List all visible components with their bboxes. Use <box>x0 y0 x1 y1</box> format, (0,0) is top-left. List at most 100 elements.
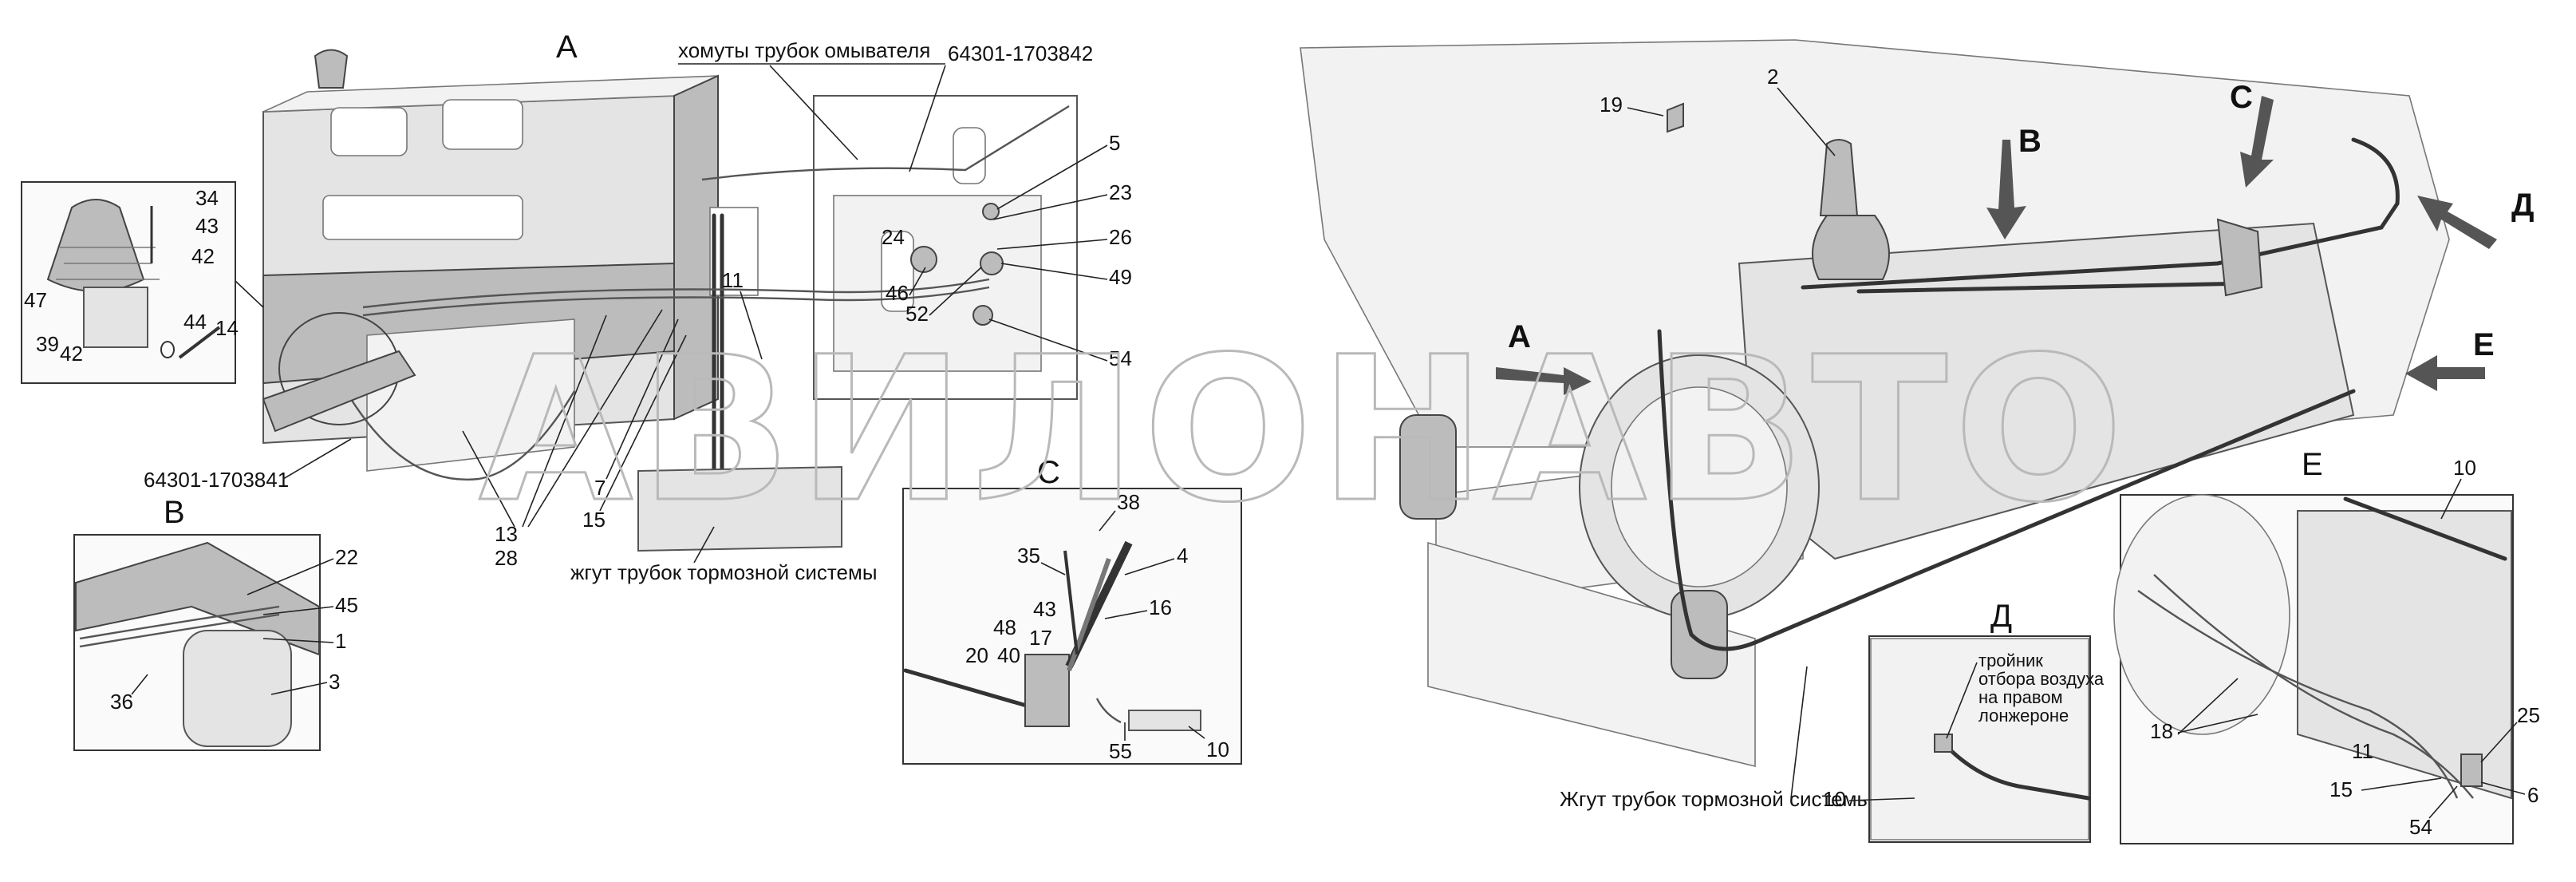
callout-4: 4 <box>1177 544 1188 568</box>
view-a-cab-panel: А хомуты трубок омывателя 64301-1703842 … <box>144 30 1132 584</box>
view-d: Д тройник отбора воздуха на правом лонже… <box>1823 599 2105 843</box>
callout-47: 47 <box>24 288 47 312</box>
brake-pipe-lower <box>1657 329 2356 651</box>
callout-2: 2 <box>1767 65 1778 89</box>
c-valve <box>1024 654 1070 727</box>
callout-6: 6 <box>2527 783 2539 807</box>
tee-note-line2: отбора воздуха <box>1978 669 2105 689</box>
leader-line <box>2177 714 2258 734</box>
callout-16: 16 <box>1149 595 1172 619</box>
washer-hose <box>362 286 990 317</box>
leader-line <box>1124 558 1175 575</box>
shift-rod <box>1856 281 2252 294</box>
callout-20: 20 <box>965 643 988 667</box>
view-b: В 22 45 1 3 36 <box>73 495 358 751</box>
cross-tube <box>262 350 416 433</box>
lever-boot <box>46 199 145 292</box>
watermark: АВИЛОНАВТО <box>479 314 2130 546</box>
callout-10e: 10 <box>2453 456 2476 480</box>
callout-42b: 42 <box>60 342 83 366</box>
leader-line <box>1627 107 1664 117</box>
leader-line <box>996 144 1108 210</box>
e-hose <box>2153 574 2474 799</box>
loop-hose <box>349 390 576 481</box>
leader-line <box>996 239 1108 250</box>
b-air-tank <box>183 630 292 747</box>
callout-22: 22 <box>335 545 358 569</box>
leader-line <box>2440 478 2462 520</box>
callout-15e: 15 <box>2329 777 2353 801</box>
leader-line <box>1000 263 1108 280</box>
leader-line <box>909 65 946 172</box>
callout-28: 28 <box>495 546 518 570</box>
b-pipe <box>79 605 280 640</box>
leader-line <box>1099 510 1116 532</box>
lever-knob <box>314 49 349 89</box>
part-1703841-label: 64301-1703841 <box>144 468 289 492</box>
d-tee <box>1934 734 1953 753</box>
leader-line <box>2361 777 2442 791</box>
washer-hose <box>701 105 1070 181</box>
callout-10d: 10 <box>1823 787 1846 811</box>
callout-24: 24 <box>882 225 905 249</box>
c-elbow <box>1095 698 1122 724</box>
callout-19: 19 <box>1600 93 1623 117</box>
c-rod <box>1063 550 1079 655</box>
leader-line <box>2177 678 2239 735</box>
panel-window <box>322 195 523 240</box>
callout-38: 38 <box>1117 490 1140 514</box>
leader-line <box>527 309 663 528</box>
plate-frame <box>813 95 1078 400</box>
panel-window <box>442 99 523 150</box>
leader-line <box>1777 87 1836 156</box>
leader-line <box>1104 610 1148 619</box>
view-b-arrow <box>1986 140 2026 239</box>
callout-54: 54 <box>1109 346 1132 370</box>
leader-line <box>992 194 1108 220</box>
fitting <box>910 246 937 273</box>
washer <box>160 341 175 358</box>
fitting <box>980 251 1004 275</box>
callout-34: 34 <box>195 186 219 210</box>
lower-bracket <box>637 465 842 552</box>
mount-cylinder <box>1399 414 1457 520</box>
leader-line <box>1040 562 1066 575</box>
tee-note-line3: на правом <box>1978 687 2063 707</box>
leader-line <box>2480 781 2526 795</box>
brake-harness-label-left: жгут трубок тормозной системы <box>570 560 878 584</box>
leader-line <box>693 526 715 564</box>
leader-line <box>606 318 679 480</box>
rod-bracket <box>2216 218 2263 297</box>
view-c-arrow <box>2240 96 2274 188</box>
fitting <box>982 203 1000 220</box>
callout-52: 52 <box>905 302 929 326</box>
callout-3: 3 <box>329 670 340 694</box>
c-shaft <box>903 668 1032 709</box>
callout-48: 48 <box>993 615 1016 639</box>
view-d-arrow <box>2417 196 2497 249</box>
view-a-arrow-label: А <box>1508 319 1531 354</box>
lever-base <box>83 287 148 348</box>
leader-line <box>929 267 982 316</box>
callout-26: 26 <box>1109 225 1132 249</box>
gear-lever-knob <box>1819 139 1859 216</box>
fitting <box>972 305 993 326</box>
callout-36: 36 <box>110 690 133 714</box>
leader-line <box>522 314 607 528</box>
view-d-arrow-label: Д <box>2511 188 2535 223</box>
leader-line <box>740 291 763 360</box>
callout-5: 5 <box>1109 131 1120 155</box>
d-pipe <box>1944 744 2091 801</box>
panel-cutout <box>709 207 759 296</box>
leader-line <box>1946 662 1978 739</box>
panel-window <box>330 107 408 156</box>
leader-line <box>235 280 264 308</box>
view-c-title: С <box>1037 455 1060 490</box>
view-b-arrow-label: В <box>2018 124 2041 159</box>
callout-25: 25 <box>2517 703 2540 727</box>
callout-40: 40 <box>997 643 1020 667</box>
callout-43c: 43 <box>1033 597 1056 621</box>
callout-1: 1 <box>335 629 346 653</box>
leader-line <box>1790 666 1808 799</box>
